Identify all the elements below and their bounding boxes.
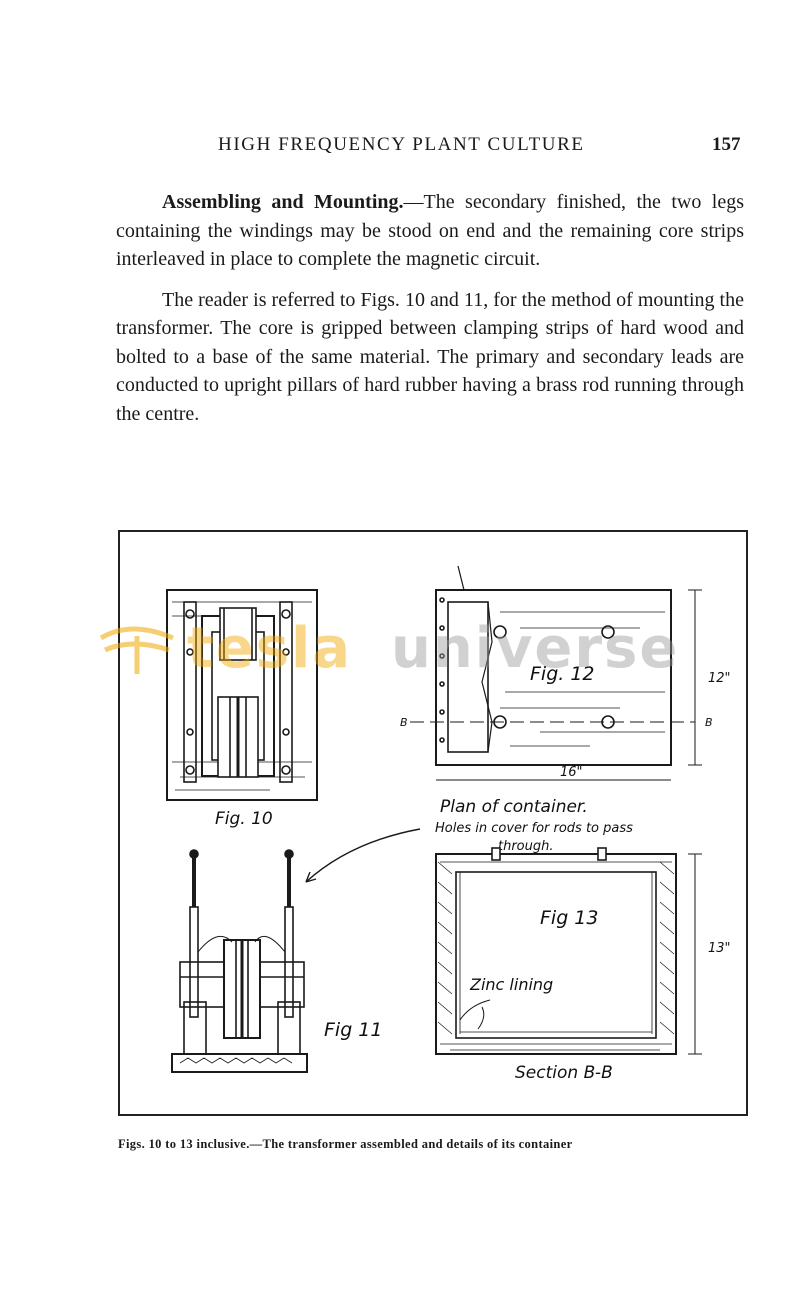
dim-width: 16" (560, 765, 583, 780)
paragraph-1-text: —The secondary finished, the two legs co… (116, 191, 744, 270)
paragraph-assembling: Assembling and Mounting.—The secondary f… (116, 188, 744, 274)
leader-arrow (305, 828, 421, 883)
running-title: HIGH FREQUENCY PLANT CULTURE (218, 134, 585, 155)
section-label: Section B-B (515, 1063, 613, 1083)
holes-note-line1: Holes in cover for rods to pass (435, 821, 633, 836)
fig12-drawing (410, 565, 702, 781)
running-head: HIGH FREQUENCY PLANT CULTURE 157 (0, 134, 800, 160)
fig10-drawing (166, 589, 318, 801)
plan-label: Plan of container. (440, 797, 588, 817)
dim-height-plan: 12" (708, 671, 731, 686)
body-text: Assembling and Mounting.—The secondary f… (116, 188, 744, 440)
run-in-heading: Assembling and Mounting. (162, 191, 404, 213)
fig11-drawing (171, 849, 308, 1073)
fig13-drawing (435, 847, 702, 1055)
figure-caption: Figs. 10 to 13 inclusive.—The transforme… (118, 1137, 573, 1151)
paragraph-mounting: The reader is referred to Figs. 10 and 1… (116, 288, 744, 425)
dim-height-section: 13" (708, 941, 731, 956)
fig13-label: Fig 13 (540, 907, 598, 929)
section-mark-left: B (400, 716, 408, 729)
figure-illustration: Fig. 10 (166, 565, 731, 1083)
section-mark-right: B (705, 716, 713, 729)
figure-frame: Fig. 10 (118, 530, 748, 1116)
fig10-label: Fig. 10 (215, 809, 273, 829)
page-number: 157 (712, 134, 741, 155)
holes-note-line2: through. (498, 839, 554, 854)
fig12-label: Fig. 12 (530, 663, 595, 685)
fig11-label: Fig 11 (324, 1019, 382, 1041)
zinc-lining-label: Zinc lining (469, 975, 553, 994)
